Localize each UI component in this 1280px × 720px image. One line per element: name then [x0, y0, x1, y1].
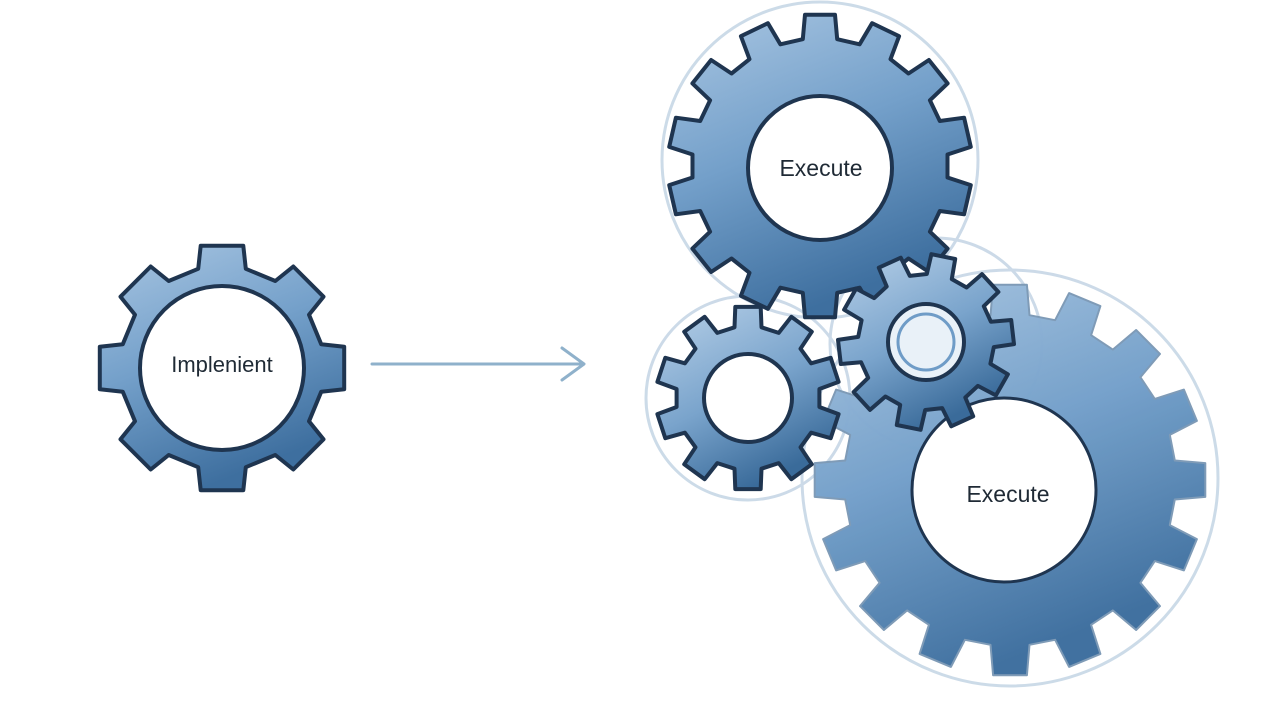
- gear-small-left-hub: [702, 352, 794, 444]
- execute-bottom-label: Execute: [966, 481, 1049, 507]
- gear-small-left: [655, 304, 841, 492]
- gear-implement: [97, 243, 347, 493]
- gear-small-center-inner-ring: [896, 312, 956, 372]
- arrow-head: [560, 346, 586, 382]
- execute-top-label: Execute: [779, 155, 862, 181]
- implement-label: Implenient: [171, 352, 273, 377]
- gear-implement-hub: [138, 284, 306, 452]
- halo-ring-bottom: [800, 268, 1220, 688]
- gear-execute-bottom-hub: [910, 396, 1098, 584]
- gear-execute-top-hub: [746, 94, 894, 242]
- arrow-implement-to-execute: [370, 346, 586, 382]
- gear-execute-top: [667, 12, 973, 320]
- gear-small-center: [836, 252, 1016, 432]
